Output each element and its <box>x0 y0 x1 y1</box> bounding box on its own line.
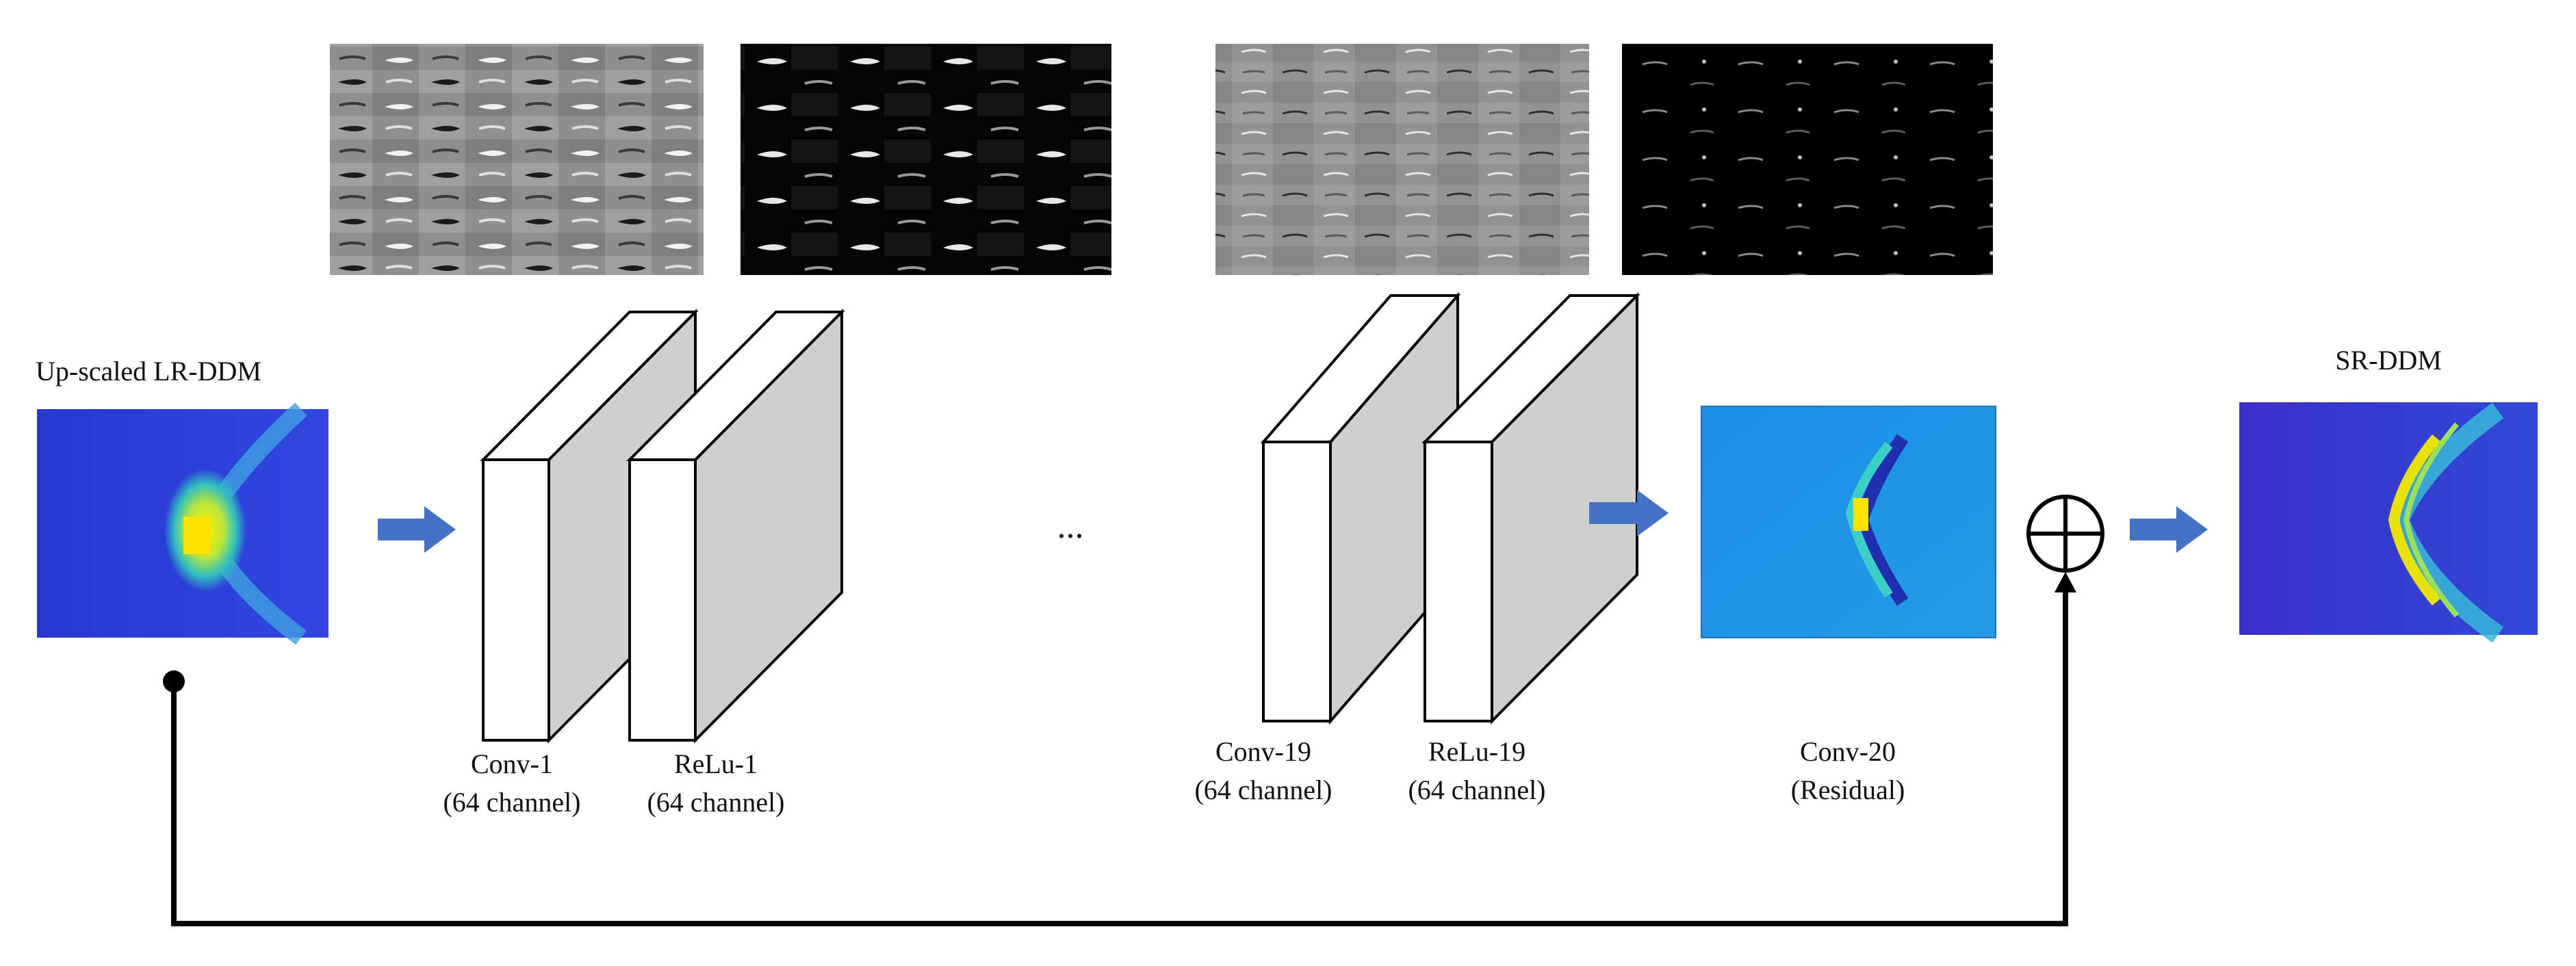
relu1-layer-block <box>626 309 845 744</box>
relu19-layer-block <box>1421 292 1640 724</box>
feature-map-relu1 <box>740 44 1111 275</box>
relu1-label: ReLu-1 <box>674 748 758 779</box>
conv20-sublabel: (Residual) <box>1791 774 1905 805</box>
conv1-label: Conv-1 <box>471 748 553 779</box>
right-arrow-icon <box>378 506 456 553</box>
output-label: SR-DDM <box>2335 345 2442 376</box>
input-label: Up-scaled LR-DDM <box>36 356 261 387</box>
relu19-label: ReLu-19 <box>1428 736 1525 767</box>
conv1-sublabel: (64 channel) <box>443 787 580 818</box>
residual-image <box>1701 406 1996 638</box>
conv19-sublabel: (64 channel) <box>1194 774 1332 805</box>
up-arrow-icon <box>2055 572 2076 592</box>
feature-map-conv19 <box>1215 44 1589 275</box>
conv20-label: Conv-20 <box>1800 736 1896 767</box>
relu19-sublabel: (64 channel) <box>1408 774 1545 805</box>
relu1-sublabel: (64 channel) <box>647 787 784 818</box>
conv1-layer-block <box>480 309 699 744</box>
skip-connection-line <box>171 588 2068 926</box>
feature-map-relu19 <box>1622 44 1993 275</box>
input-ddm-image <box>37 402 329 645</box>
ellipsis: ... <box>1057 507 1084 546</box>
output-ddm-image <box>2239 402 2538 643</box>
conv19-label: Conv-19 <box>1215 736 1311 767</box>
feature-map-conv1 <box>330 44 704 275</box>
right-arrow-icon <box>2130 506 2208 553</box>
right-arrow-icon <box>1589 490 1669 536</box>
circled-plus-icon <box>2026 495 2104 573</box>
